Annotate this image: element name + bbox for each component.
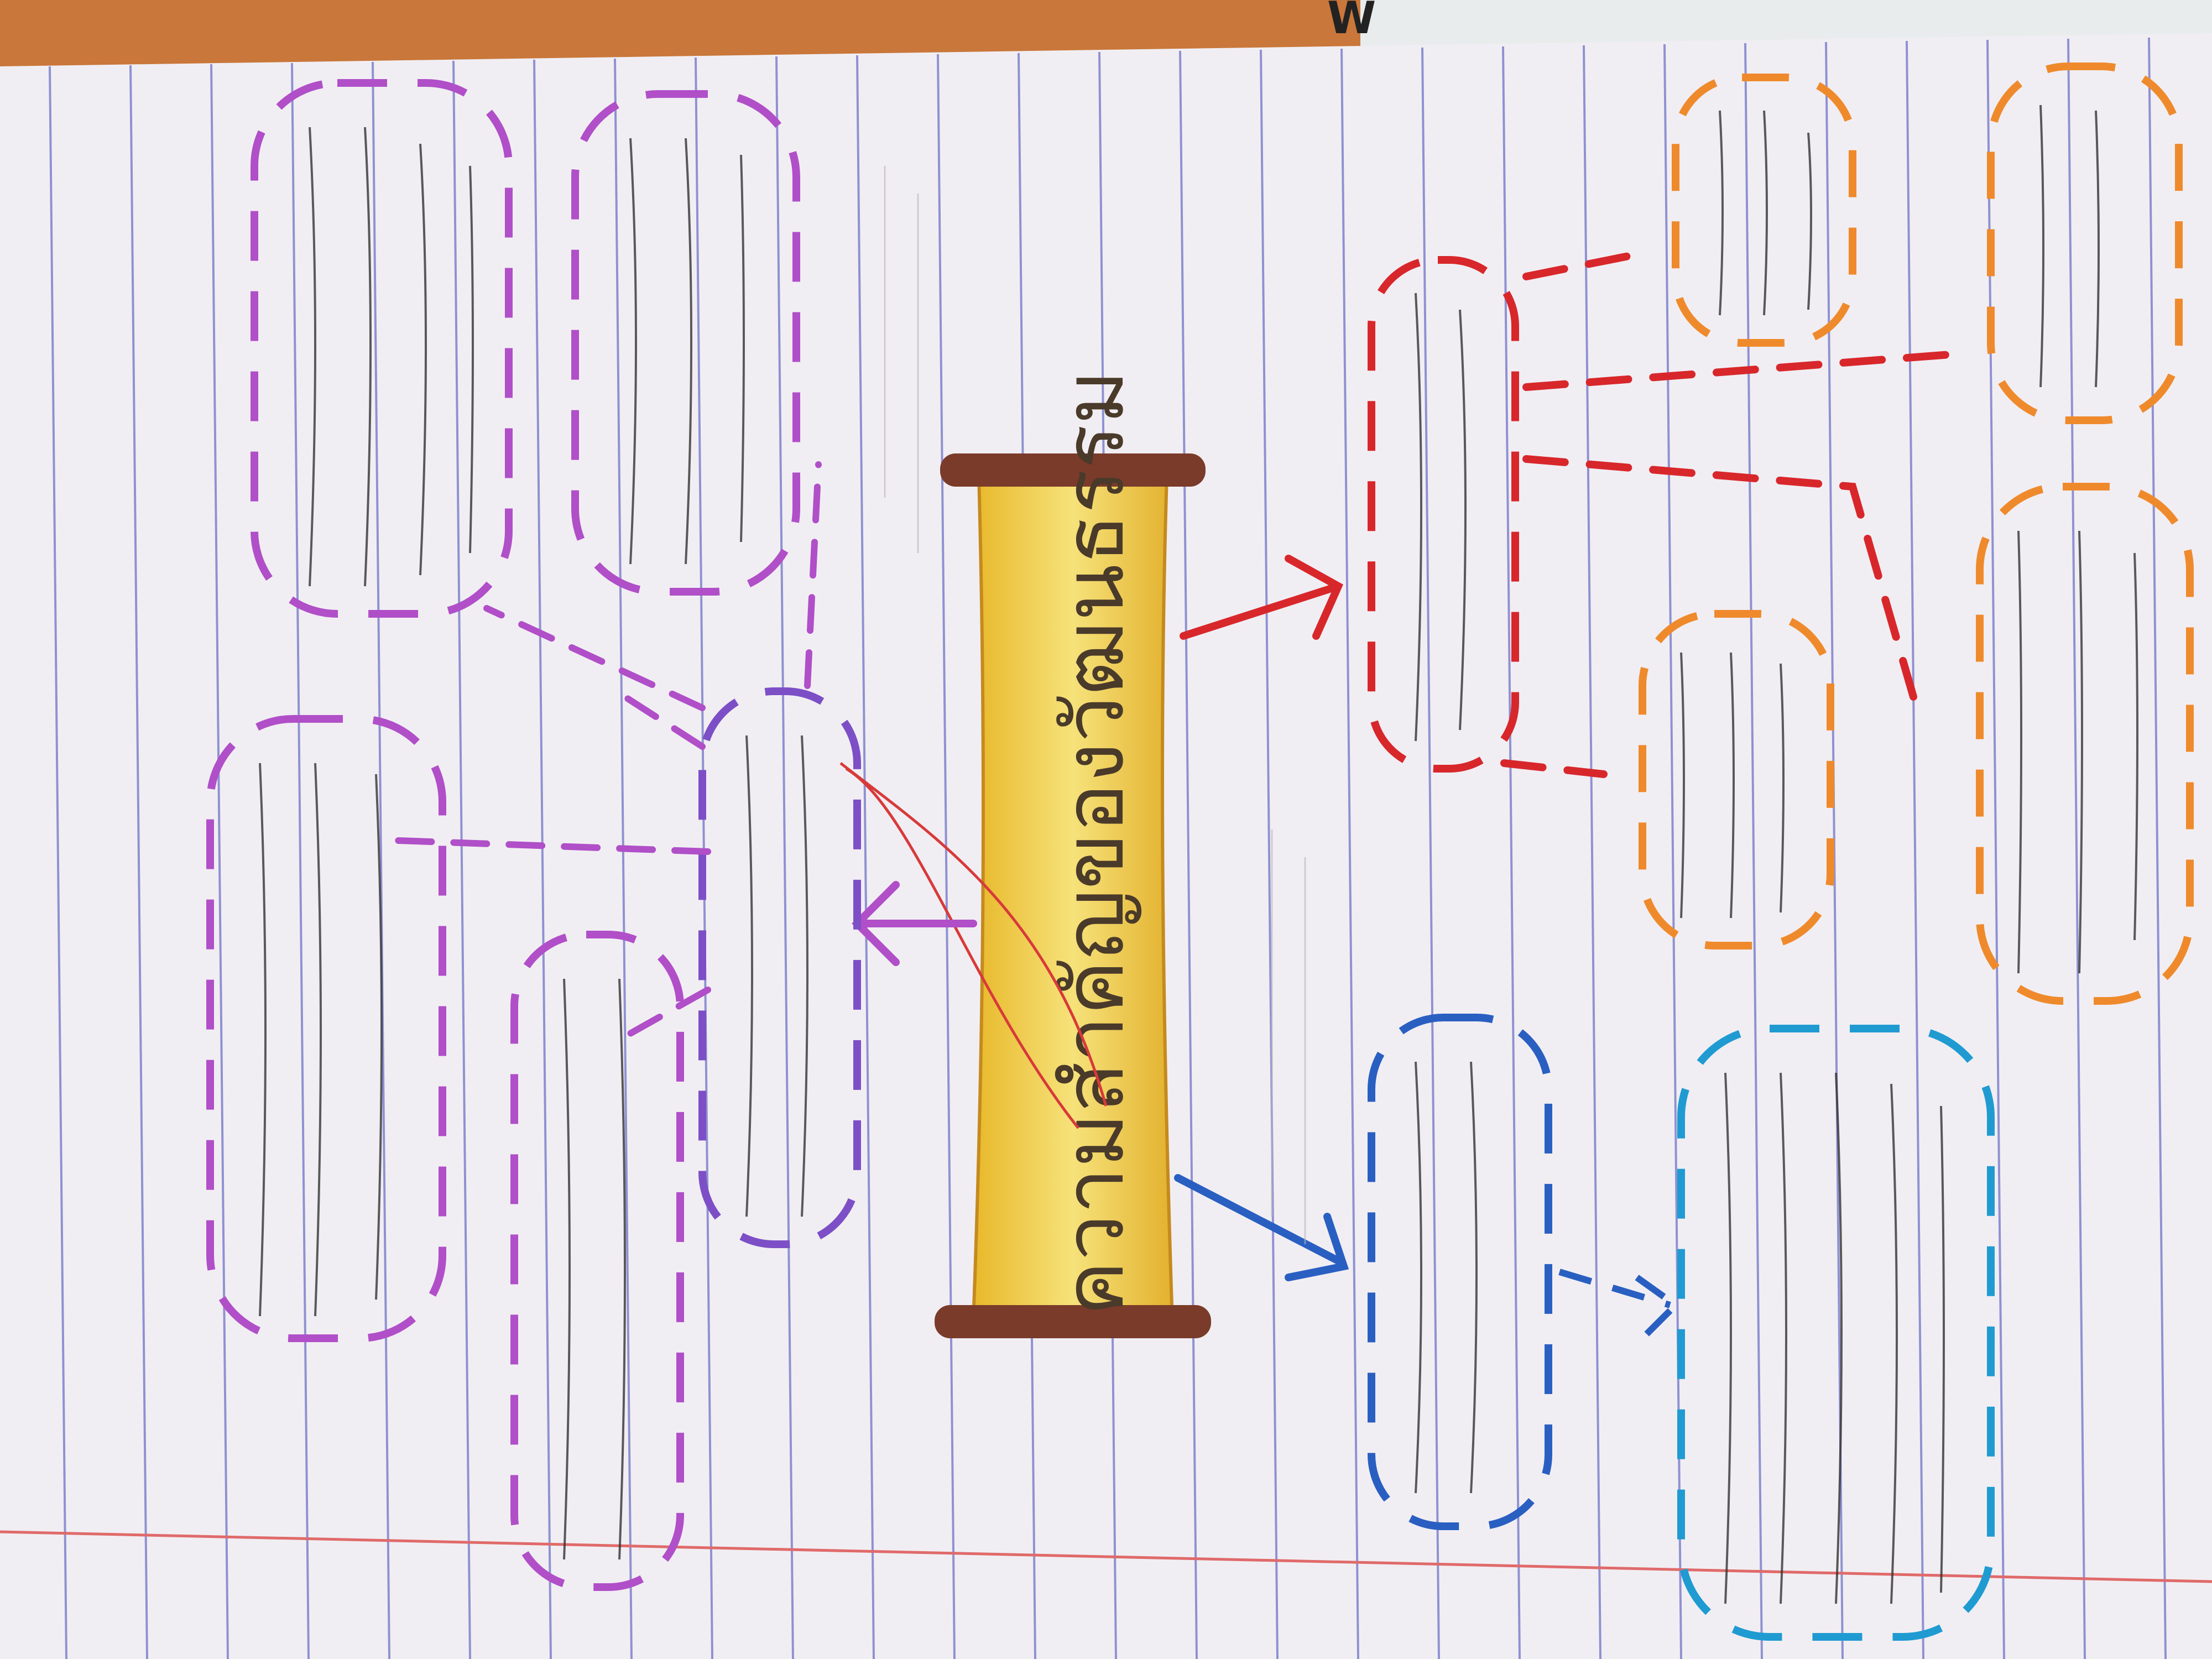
- ruled-line: [129, 65, 148, 1659]
- cyan-node: [1677, 1025, 1995, 1641]
- ruled-line: [1583, 45, 1601, 1659]
- ruled-line: [856, 55, 875, 1659]
- ruled-line: [1906, 40, 1924, 1659]
- ruled-line: [533, 59, 552, 1659]
- blue-connector: [1558, 1269, 1681, 1341]
- orange-node-1: [1672, 74, 1856, 347]
- ruled-line: [1663, 44, 1682, 1659]
- red-pen-scribble: [839, 762, 1108, 1129]
- ruled-line: [614, 58, 633, 1659]
- purple-connectors: [395, 461, 822, 1043]
- center-title: ความสำคัญของวัฒนธรรม: [1046, 370, 1142, 1316]
- indigo-node: [698, 687, 861, 1248]
- purple-node-top: [251, 79, 513, 618]
- red-arrows: [1500, 251, 1961, 778]
- margin-line: [0, 1530, 2212, 1583]
- scroll-rod-top: [940, 453, 1206, 487]
- ruled-line: [291, 62, 310, 1659]
- cover-letter: W: [1327, 0, 1376, 44]
- ruled-line: [2148, 37, 2167, 1659]
- purple-node-left: [206, 715, 446, 1342]
- purple-node-bottom: [510, 931, 684, 1591]
- orange-node-2: [1639, 610, 1834, 950]
- orange-node-3: [1987, 62, 2183, 424]
- faint-pencil-traces: [884, 166, 1306, 1244]
- ruled-line: [1340, 48, 1359, 1659]
- orange-node-4: [1976, 483, 2194, 1005]
- ruled-line: [210, 64, 229, 1659]
- ruled-line: [2067, 38, 2086, 1659]
- blue-node-1: [1368, 1014, 1552, 1530]
- ruled-line: [775, 56, 794, 1659]
- red-node: [1368, 256, 1519, 773]
- ruled-line: [1260, 49, 1279, 1659]
- violet-node-mid: [571, 90, 800, 596]
- scroll-rod-bottom: [935, 1305, 1211, 1338]
- ruled-line: [1744, 43, 1763, 1659]
- ruled-line: [372, 61, 390, 1659]
- ruled-line: [937, 54, 956, 1659]
- ruled-line: [1179, 50, 1198, 1659]
- ruled-line: [49, 66, 67, 1659]
- center-scroll: ความสำคัญของวัฒนธรรม: [839, 370, 1211, 1338]
- ruled-line: [452, 60, 471, 1659]
- ruled-line: [1421, 47, 1440, 1659]
- ruled-line: [1502, 46, 1521, 1659]
